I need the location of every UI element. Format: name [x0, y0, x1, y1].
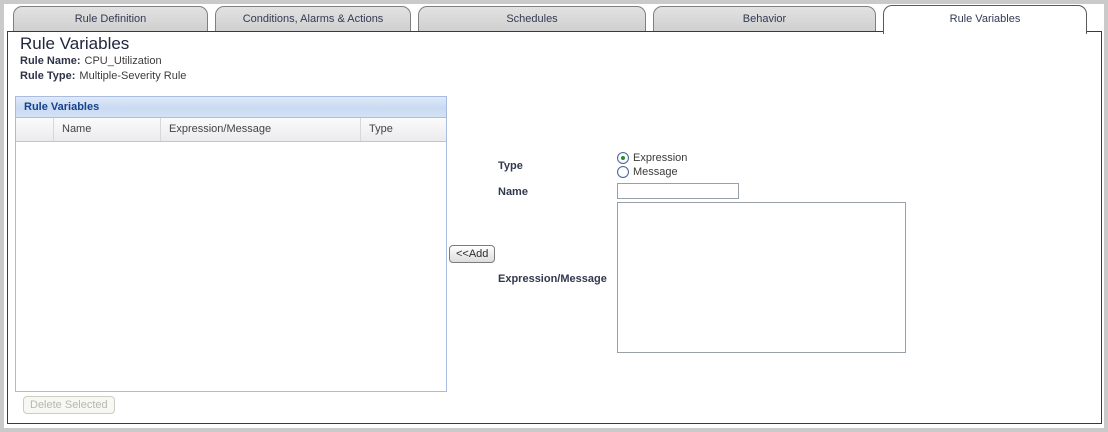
- radio-option-message[interactable]: Message: [617, 165, 678, 179]
- delete-selected-button[interactable]: Delete Selected: [23, 396, 115, 414]
- radio-expression-icon[interactable]: [617, 152, 629, 164]
- tab-rule-definition[interactable]: Rule Definition: [13, 6, 208, 32]
- column-header-selector: [16, 118, 54, 141]
- rule-type-line: Rule Type:Multiple-Severity Rule: [20, 70, 186, 82]
- tab-schedules[interactable]: Schedules: [418, 6, 646, 32]
- rule-name-value: CPU_Utilization: [84, 55, 162, 67]
- rule-variables-panel: Rule Variables Rule Name:CPU_Utilization…: [7, 31, 1102, 424]
- app-page: Rule Definition Conditions, Alarms & Act…: [4, 4, 1104, 428]
- tab-rule-variables[interactable]: Rule Variables: [883, 5, 1087, 34]
- name-label: Name: [498, 186, 528, 198]
- type-label: Type: [498, 160, 523, 172]
- tab-conditions-alarms-actions[interactable]: Conditions, Alarms & Actions: [215, 6, 411, 32]
- column-header-type[interactable]: Type: [369, 123, 393, 135]
- radio-expression-label: Expression: [633, 152, 688, 164]
- column-header-name[interactable]: Name: [54, 118, 161, 141]
- table-body-empty: [16, 142, 446, 391]
- radio-message-label: Message: [633, 166, 678, 178]
- radio-option-expression[interactable]: Expression: [617, 151, 687, 165]
- name-input[interactable]: [617, 183, 739, 199]
- table-header-row: Name Expression/Message Type: [16, 118, 446, 142]
- table-title-bar: Rule Variables: [16, 97, 446, 118]
- rule-type-value: Multiple-Severity Rule: [79, 70, 187, 82]
- radio-message-icon[interactable]: [617, 166, 629, 178]
- rule-variables-table: Rule Variables Name Expression/Message T…: [15, 96, 447, 392]
- expression-message-label: Expression/Message: [498, 273, 607, 285]
- page-title: Rule Variables: [20, 34, 130, 53]
- column-header-expression-message[interactable]: Expression/Message: [161, 118, 361, 141]
- tab-behavior[interactable]: Behavior: [653, 6, 876, 32]
- add-button[interactable]: <<Add: [449, 245, 496, 263]
- rule-type-label: Rule Type:: [20, 70, 76, 82]
- expression-message-textarea[interactable]: [617, 202, 906, 353]
- rule-name-line: Rule Name:CPU_Utilization: [20, 55, 162, 67]
- rule-name-label: Rule Name:: [20, 55, 81, 67]
